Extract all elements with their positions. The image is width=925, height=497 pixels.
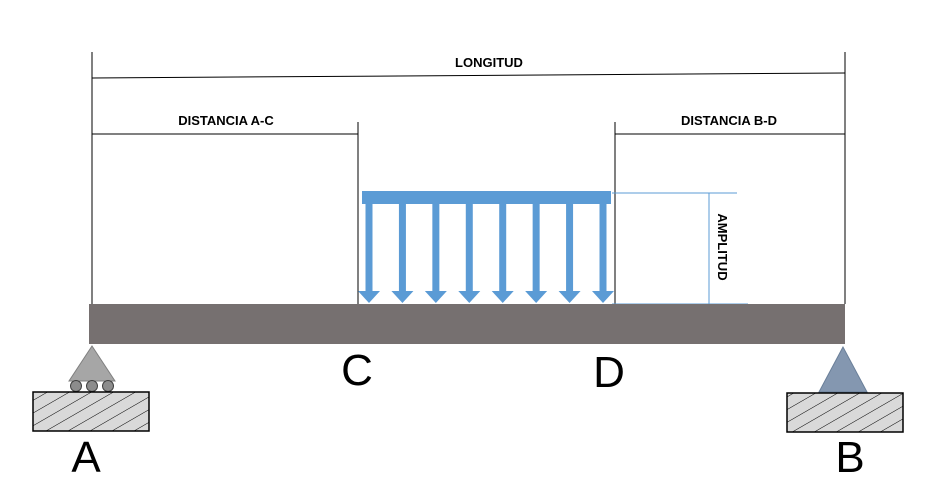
roller-1	[70, 380, 82, 392]
length-label: LONGITUD	[455, 55, 523, 70]
load-arrow	[592, 202, 614, 303]
support-b	[786, 345, 904, 433]
support-a-triangle	[68, 345, 116, 382]
node-label-b: B	[835, 433, 864, 482]
ground-b-hatch	[786, 392, 904, 433]
load-arrow	[391, 202, 414, 303]
amplitude-label: AMPLITUD	[715, 213, 730, 280]
load-arrow	[525, 202, 548, 303]
node-label-d: D	[593, 348, 625, 397]
distance-bd-label: DISTANCIA B-D	[681, 113, 777, 128]
load-arrow	[424, 202, 447, 303]
load-arrow	[558, 202, 581, 303]
dimension-lines	[91, 52, 846, 304]
length-dimension-line	[91, 72, 846, 79]
distance-ac-label: DISTANCIA A-C	[178, 113, 274, 128]
load-arrow	[458, 202, 481, 303]
distributed-load	[358, 191, 614, 303]
load-arrow	[358, 202, 380, 303]
node-label-a: A	[71, 433, 101, 482]
load-arrows	[358, 202, 614, 303]
roller-2	[86, 380, 98, 392]
load-top-bar	[362, 191, 611, 204]
load-arrow	[491, 202, 514, 303]
support-b-triangle	[818, 345, 868, 393]
support-a	[32, 345, 150, 432]
ground-a-hatch	[32, 391, 150, 432]
roller-3	[102, 380, 114, 392]
node-label-c: C	[341, 346, 373, 395]
beam	[89, 304, 845, 344]
